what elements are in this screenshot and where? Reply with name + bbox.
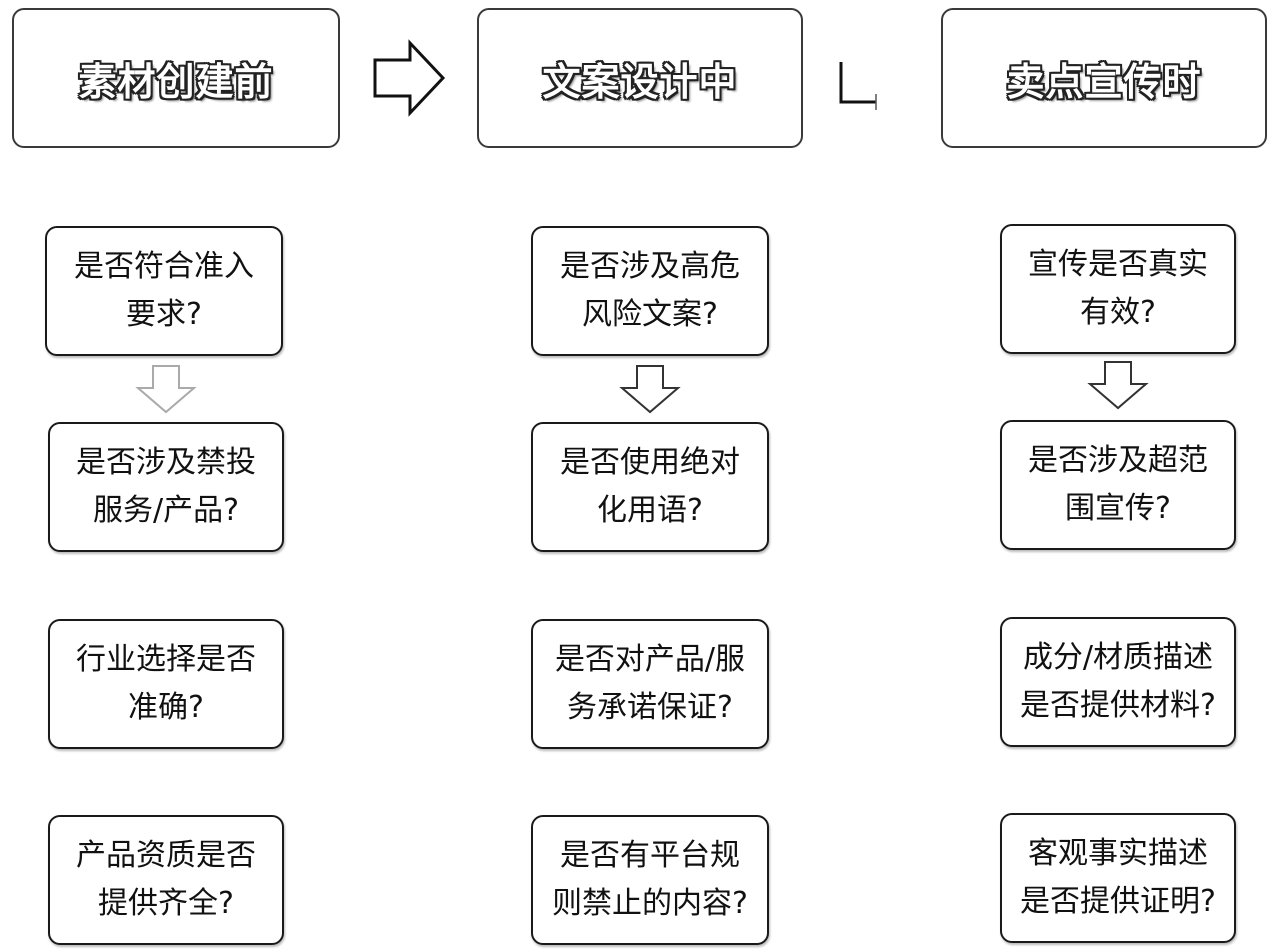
- stage-header-2: 文案设计中: [477, 8, 803, 148]
- check-box-2-4: 是否有平台规 则禁止的内容?: [531, 815, 769, 945]
- box-text: 有效?: [1080, 295, 1156, 330]
- box-text: 行业选择是否: [76, 642, 256, 677]
- stage-title: 文案设计中: [542, 59, 738, 104]
- box-text: 是否提供证明?: [1020, 884, 1216, 919]
- box-text: 风险文案?: [582, 297, 718, 332]
- box-text: 是否提供材料?: [1020, 688, 1216, 723]
- down-arrow-icon: [1087, 361, 1149, 410]
- down-arrow-icon: [135, 365, 197, 414]
- stage-title: 卖点宣传时: [1006, 59, 1202, 104]
- box-text: 是否涉及高危: [560, 249, 740, 284]
- box-text: 是否使用绝对: [560, 445, 740, 480]
- down-arrow-icon: [619, 365, 681, 414]
- box-text: 服务/产品?: [92, 493, 240, 528]
- check-box-2-2: 是否使用绝对 化用语?: [531, 422, 769, 552]
- box-text: 是否对产品/服: [554, 642, 746, 677]
- box-text: 围宣传?: [1065, 491, 1171, 526]
- right-arrow-icon: [373, 39, 446, 117]
- box-text: 提供齐全?: [98, 886, 234, 921]
- check-box-3-3: 成分/材质描述 是否提供材料?: [1000, 617, 1236, 747]
- arrow-fragment-icon: [839, 62, 877, 110]
- box-text: 则禁止的内容?: [552, 886, 748, 921]
- box-text: 客观事实描述: [1028, 836, 1208, 871]
- check-box-1-2: 是否涉及禁投 服务/产品?: [48, 422, 284, 552]
- box-text: 化用语?: [597, 493, 703, 528]
- box-text: 是否符合准入: [74, 249, 254, 284]
- box-text: 宣传是否真实: [1028, 247, 1208, 282]
- check-box-3-2: 是否涉及超范 围宣传?: [1000, 420, 1236, 550]
- stage-header-3: 卖点宣传时: [941, 8, 1267, 148]
- box-text: 准确?: [128, 690, 204, 725]
- box-text: 要求?: [126, 297, 202, 332]
- box-text: 是否涉及禁投: [76, 445, 256, 480]
- stage-title: 素材创建前: [78, 59, 274, 104]
- check-box-1-3: 行业选择是否 准确?: [48, 619, 284, 749]
- check-box-3-4: 客观事实描述 是否提供证明?: [1000, 813, 1236, 943]
- check-box-3-1: 宣传是否真实 有效?: [1000, 224, 1236, 354]
- check-box-1-4: 产品资质是否 提供齐全?: [48, 815, 284, 945]
- box-text: 成分/材质描述: [1022, 640, 1214, 675]
- check-box-2-3: 是否对产品/服 务承诺保证?: [531, 619, 769, 749]
- box-text: 是否有平台规: [560, 838, 740, 873]
- check-box-1-1: 是否符合准入 要求?: [45, 226, 283, 356]
- box-text: 务承诺保证?: [567, 690, 733, 725]
- check-box-2-1: 是否涉及高危 风险文案?: [531, 226, 769, 356]
- box-text: 产品资质是否: [76, 838, 256, 873]
- stage-header-1: 素材创建前: [12, 8, 340, 148]
- box-text: 是否涉及超范: [1028, 443, 1208, 478]
